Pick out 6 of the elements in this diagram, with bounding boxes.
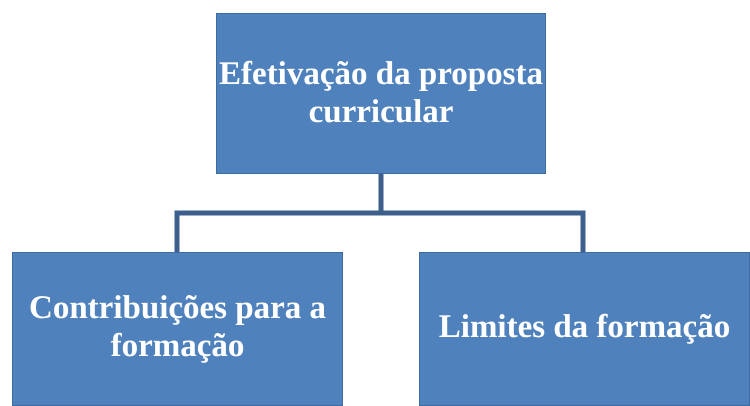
box-label: Limites da formação xyxy=(438,309,730,347)
box-label: Efetivação da proposta curricular xyxy=(218,56,544,132)
process-box xyxy=(419,252,750,406)
process-box xyxy=(216,13,546,174)
box-label: Contribuições para a formação xyxy=(28,290,327,366)
process-box xyxy=(12,252,343,406)
